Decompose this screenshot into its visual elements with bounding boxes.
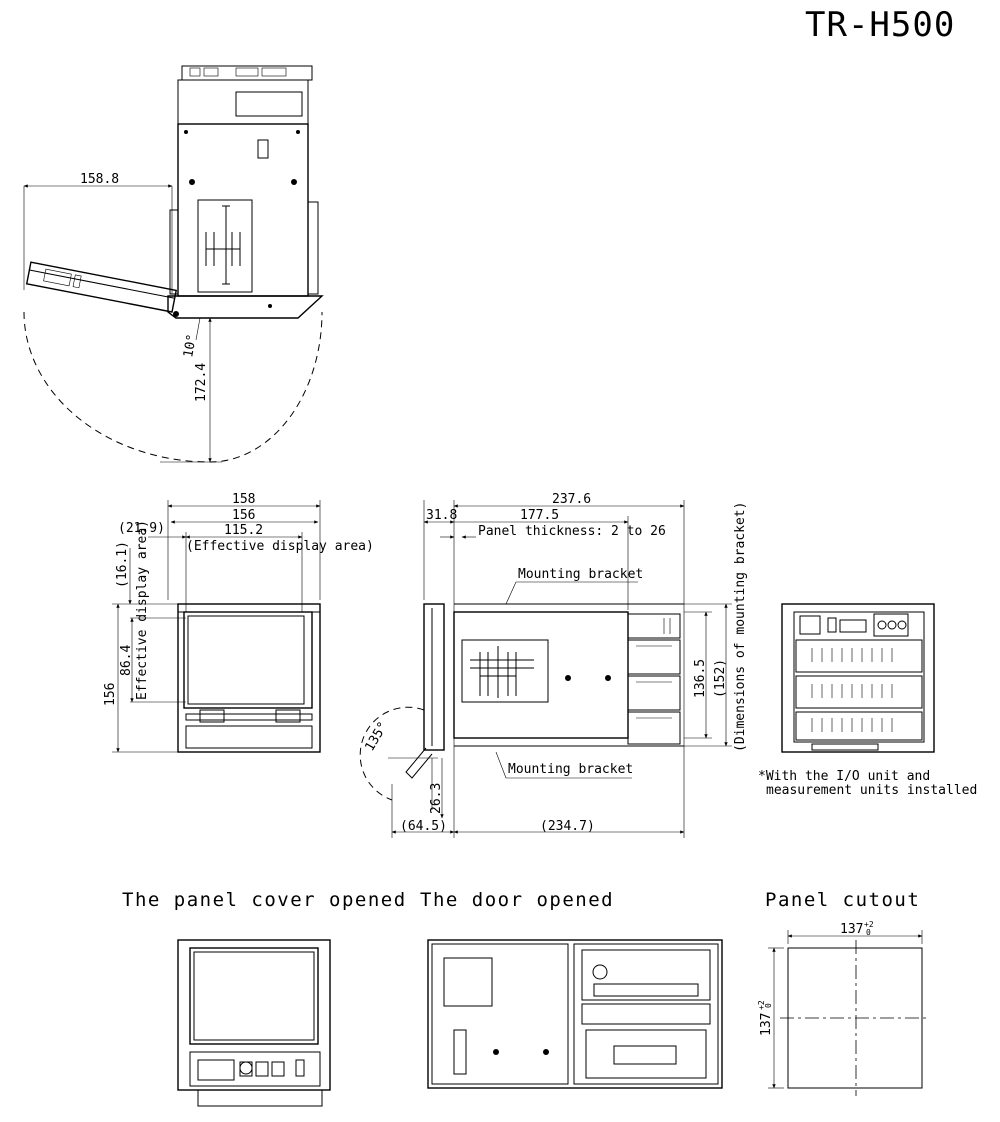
front-dim-16-1: (16.1)	[115, 541, 130, 588]
caption-door: The door opened	[420, 889, 614, 911]
side-dim-177-5: 177.5	[520, 508, 559, 523]
side-dim-152: (152)	[713, 659, 728, 698]
top-angle: 10°	[181, 333, 200, 359]
rear-note-line1: *With the I/O unit and	[758, 769, 930, 784]
front-dim-158: 158	[232, 492, 255, 507]
cutout-tol-zero-w: 0	[866, 928, 871, 937]
model-title: TR-H500	[805, 5, 955, 45]
door-opened-view	[427, 939, 723, 1089]
front-view: 158 156 115.2 (21.9) (Effective display …	[103, 492, 374, 753]
cutout-dim-h: 137	[759, 1013, 774, 1036]
side-bracket-dims: (Dimensions of mounting bracket)	[733, 502, 748, 752]
panel-cutout-view: 137 +2 0 137 +2 0	[757, 920, 930, 1096]
cutout-tol-zero-h: 0	[764, 1003, 773, 1008]
caption-panel-cover: The panel cover opened	[122, 889, 407, 911]
rear-view: *With the I/O unit and measurement units…	[758, 603, 977, 798]
side-view: 237.6 31.8 177.5 Panel thickness: 2 to 2…	[359, 492, 748, 838]
top-dim-depth: 172.4	[194, 363, 209, 402]
front-dim-156-h: 156	[103, 683, 118, 706]
side-bracket-top: Mounting bracket	[518, 567, 643, 582]
top-dim-width: 158.8	[80, 172, 119, 187]
side-angle: 135°	[362, 719, 391, 754]
panel-cover-opened-view	[177, 939, 331, 1107]
cutout-dim-w: 137	[840, 922, 863, 937]
cutout-tol-plus-h: +2	[757, 1000, 766, 1010]
front-dim-156: 156	[232, 508, 255, 523]
side-dim-237-6: 237.6	[552, 492, 591, 507]
rear-note-line2: measurement units installed	[766, 783, 977, 798]
side-dim-234-7: (234.7)	[540, 819, 595, 834]
caption-cutout: Panel cutout	[765, 889, 920, 911]
front-dim-115: 115.2	[224, 523, 263, 538]
front-dim-86-4: 86.4	[119, 645, 134, 676]
side-bracket-bottom: Mounting bracket	[508, 762, 633, 777]
side-dim-26-3: 26.3	[429, 783, 444, 814]
front-dim-21-9: (21.9)	[118, 521, 165, 536]
side-panel-thickness: Panel thickness: 2 to 26	[478, 524, 666, 539]
side-dim-31-8: 31.8	[426, 508, 457, 523]
side-dim-136-5: 136.5	[693, 659, 708, 698]
front-eff-area-v: Effective display area)	[135, 520, 150, 700]
front-eff-area-h: (Effective display area)	[186, 539, 374, 554]
cutout-tol-plus-w: +2	[864, 920, 874, 929]
top-view: 158.8 172.4 10°	[23, 65, 324, 463]
side-dim-64-5: (64.5)	[400, 819, 447, 834]
